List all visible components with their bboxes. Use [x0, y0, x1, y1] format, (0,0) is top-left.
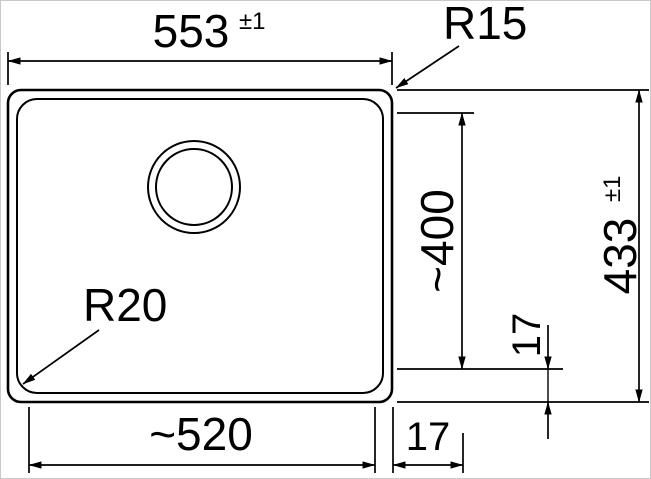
- dim-overall-depth-tolerance: ±1: [599, 175, 626, 202]
- leader-corner-radius-outer: [395, 45, 460, 89]
- dim-edge-offset-horizontal-value: 17: [406, 415, 451, 459]
- drain-circle-outer: [147, 140, 241, 234]
- dim-overall-width-value: 553: [153, 5, 230, 57]
- drain-circle-inner: [155, 148, 233, 226]
- dim-overall-depth: 433 ±1: [397, 89, 649, 403]
- sink-bowl-outline: [16, 98, 384, 394]
- label-corner-radius-outer: R15: [443, 1, 527, 49]
- dim-overall-width: 553 ±1: [7, 5, 393, 85]
- leader-corner-radius-inner: [22, 329, 100, 385]
- callout-corner-radius-inner: R20: [22, 279, 167, 385]
- dim-edge-offset-horizontal: 17: [392, 407, 464, 473]
- dim-edge-offset-vertical-value: 17: [505, 313, 549, 358]
- dim-bowl-length: ~400: [397, 112, 563, 370]
- callout-corner-radius-outer: R15: [395, 1, 527, 89]
- label-corner-radius-inner: R20: [83, 279, 167, 331]
- sink-outer-outline: [6, 88, 394, 404]
- dim-bowl-length-value: ~400: [411, 189, 463, 293]
- dim-overall-width-tolerance: ±1: [239, 8, 266, 35]
- dim-overall-depth-value: 433: [594, 218, 646, 295]
- dim-bowl-width: ~520: [28, 407, 376, 473]
- dim-bowl-width-value: ~520: [149, 408, 253, 460]
- dim-edge-offset-vertical: 17: [505, 313, 552, 439]
